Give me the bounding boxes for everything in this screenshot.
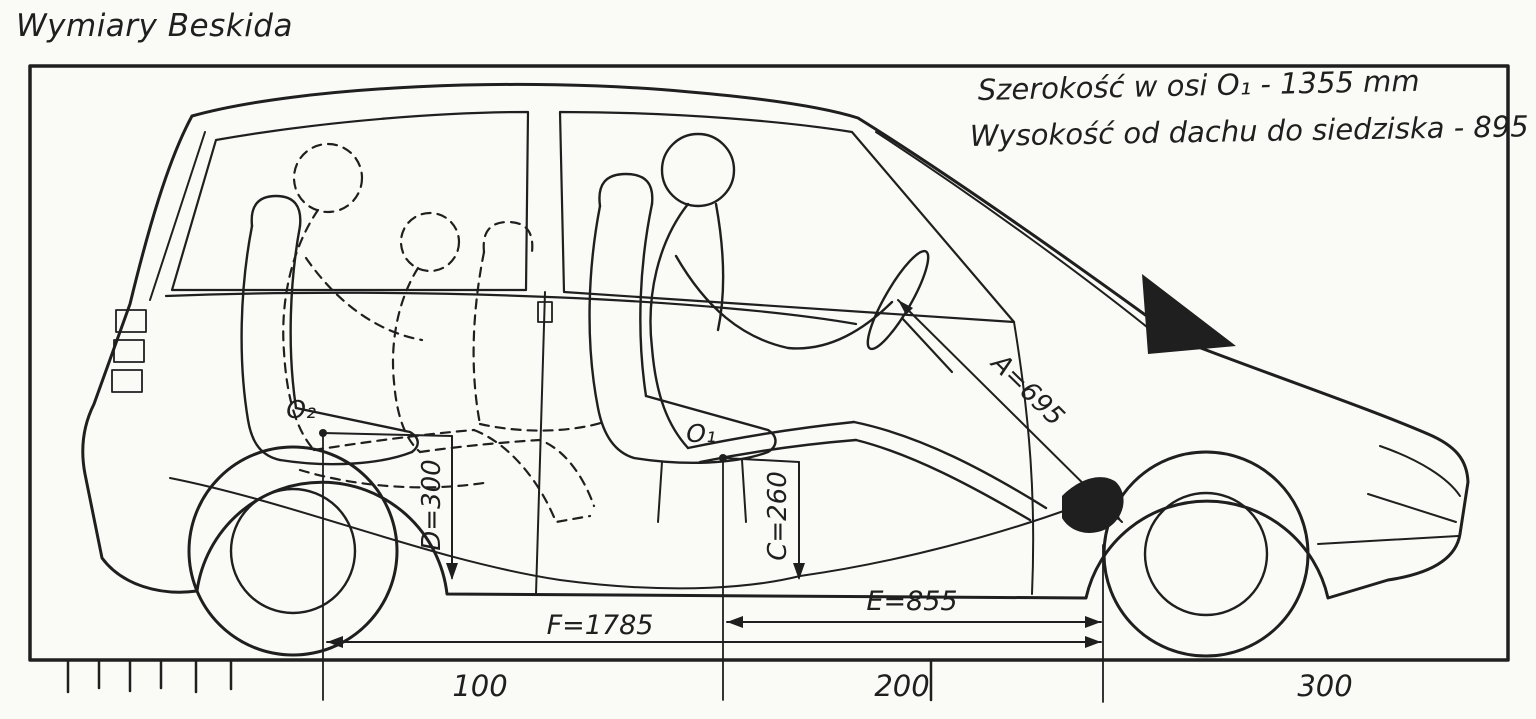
windshield-inner-line [875, 131, 1169, 345]
passenger-2-leg [418, 438, 596, 508]
rear-lamp-grid [111, 309, 147, 393]
dimension-label-f: F=1785 [547, 610, 654, 641]
rear-lamp-cell [113, 339, 145, 363]
b-pillar-lower [535, 291, 546, 595]
headlight-line [1379, 445, 1461, 497]
driver-thigh-2 [698, 438, 858, 464]
driver-foot-pedal [1062, 477, 1124, 533]
arrowhead-e-left [727, 616, 743, 628]
phantom-seat-cushion [478, 420, 606, 432]
arrowhead-a-bottom [1107, 507, 1122, 522]
passenger-2-head [399, 211, 461, 273]
door-handle [537, 301, 553, 323]
point-label-o2: O₂ [286, 395, 316, 424]
dimension-line-a [897, 299, 1123, 523]
car-side-view [81, 82, 1470, 658]
body-outline [81, 82, 1470, 600]
rear-seat-backrest [240, 224, 282, 462]
drawing-border [28, 64, 1510, 662]
front-seat-backrest-front [639, 202, 654, 398]
passenger-back [282, 208, 320, 452]
dimension-leader-c [722, 457, 800, 463]
front-seat-headrest [598, 172, 654, 208]
arrowhead-e-right [1085, 616, 1101, 628]
front-seat-backrest [588, 204, 636, 460]
front-wheel-inner [1143, 491, 1269, 617]
bumper-line [1317, 535, 1459, 545]
rear-wheel-inner [229, 487, 357, 615]
rear-seat-backrest-front [289, 224, 302, 410]
floor-line-front [799, 507, 1073, 577]
rear-passengers-dashed [282, 142, 606, 524]
beltline [164, 291, 858, 326]
front-wheel-outer [1102, 450, 1310, 658]
phantom-seat-headrest [482, 220, 534, 254]
window-front [558, 110, 1016, 324]
driver-shin-2 [854, 438, 1032, 522]
arrowhead-d [446, 563, 458, 580]
front-seat-cushion [632, 394, 777, 464]
headlight-lower-line [1367, 493, 1457, 523]
rear-seat-headrest [250, 194, 302, 228]
passenger-head [292, 142, 364, 214]
notes: Szerokość w osi O₁ - 1355 mm Wysokość od… [970, 64, 1536, 153]
dimension-label-e: E=855 [866, 586, 957, 617]
arrowhead-a-top [898, 300, 913, 315]
dimension-label-d: D=300 [417, 459, 447, 550]
ruler-label-200: 200 [874, 669, 929, 703]
arrowhead-f-left [327, 636, 343, 648]
rear-wheel-outer [187, 445, 399, 657]
dimension-label-c: C=260 [763, 471, 793, 561]
driver-thigh [686, 420, 856, 450]
point-label-o1: O₁ [686, 419, 716, 448]
window-rear [170, 110, 530, 292]
passenger-arm [304, 256, 424, 342]
rear-pillar-inner [149, 131, 206, 301]
driver-shin [852, 420, 1048, 510]
rear-lamp-cell [115, 309, 147, 333]
ruler-label-100: 100 [452, 669, 507, 703]
page-title: Wymiary Beskida [16, 8, 293, 44]
passenger-2-back [391, 266, 422, 454]
rear-lamp-cell [111, 369, 143, 393]
steering-column [900, 316, 954, 374]
dimension-leader-d [322, 432, 453, 437]
passenger-thigh [312, 428, 476, 452]
front-seat-legs [657, 459, 747, 523]
phantom-seat-backrest [472, 250, 486, 426]
driver-arm [674, 254, 894, 350]
seat-adjust-arc [298, 468, 492, 489]
arrowhead-c [793, 563, 805, 580]
front-door-cut [1013, 321, 1035, 595]
driver-back [649, 202, 690, 450]
floor-line-rear [169, 477, 801, 590]
front-seat [588, 172, 777, 523]
driver-head [660, 132, 736, 208]
driver-figure [649, 132, 1124, 533]
scale-ruler: 100 200 300 [66, 658, 1353, 703]
driver-chest [714, 202, 725, 332]
rear-seat-cushion [278, 406, 419, 466]
passenger-shin [472, 428, 592, 524]
ruler-ticks-left [66, 658, 233, 694]
arrowhead-f-right [1085, 636, 1101, 648]
rear-seat [240, 194, 419, 466]
note-roof-to-seat: Wysokość od dachu do siedziska - 895 mm [970, 108, 1536, 153]
note-width-axis: Szerokość w osi O₁ - 1355 mm [977, 64, 1420, 107]
ruler-label-300: 300 [1297, 669, 1352, 703]
a-pillar-base-shadow [1142, 274, 1236, 354]
